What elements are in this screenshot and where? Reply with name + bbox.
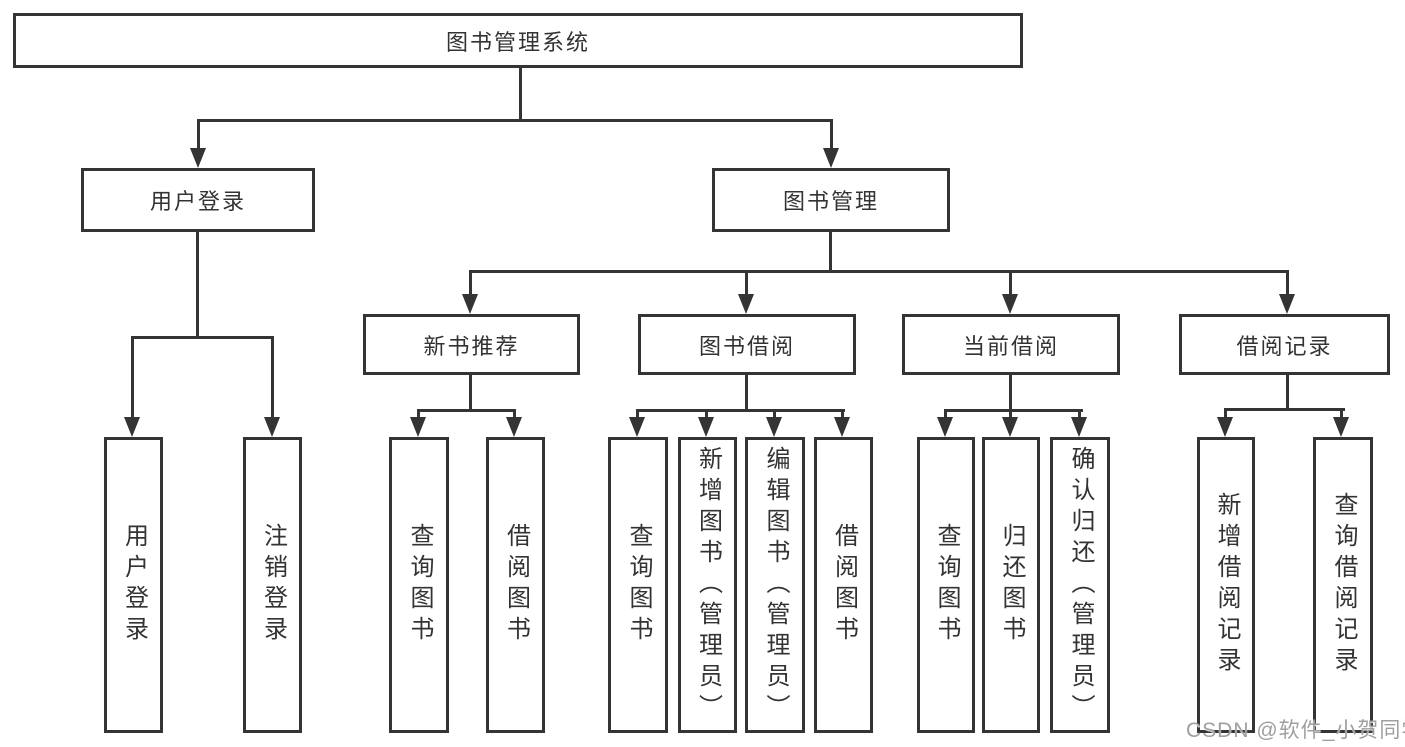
connector-line [197,119,833,122]
leaf-bb-edit-book-admin: 编辑图书（管理员） [745,437,805,733]
leaf-bb-query-book-label: 查询图书 [625,523,652,647]
arrowhead-icon [766,417,782,437]
leaf-bb-borrow-book-label: 借阅图书 [830,523,858,647]
arrowhead-icon [1333,417,1349,437]
leaf-logout: 注销登录 [243,437,302,733]
leaf-nb-query-book: 查询图书 [389,437,449,733]
leaf-nb-borrow-book-label: 借阅图书 [502,523,530,647]
leaf-user-login-label: 用户登录 [120,523,148,647]
leaf-cb-return-book-label: 归还图书 [998,523,1025,647]
connector-line [469,375,472,412]
connector-line [1078,409,1081,421]
connector-line [196,232,199,339]
connector-line [1009,270,1012,296]
arrowhead-icon [124,417,140,437]
connector-line [830,119,833,150]
leaf-br-add-record-label: 新增借阅记录 [1213,492,1240,678]
arrowhead-icon [823,148,839,168]
leaf-br-query-record-label: 查询借阅记录 [1330,492,1357,678]
arrowhead-icon [506,417,522,437]
connector-line [745,375,748,412]
connector-line [519,68,522,121]
node-book-management: 图书管理 [712,168,950,232]
arrowhead-icon [1002,417,1018,437]
arrowhead-icon [698,417,714,437]
leaf-bb-query-book: 查询图书 [608,437,668,733]
arrowhead-icon [264,417,280,437]
node-new-book-recommend: 新书推荐 [363,314,580,375]
arrowhead-icon [1279,294,1295,314]
connector-line [131,336,274,339]
connector-line [469,270,472,296]
arrowhead-icon [190,148,206,168]
connector-line [773,409,776,421]
connector-line [271,336,274,419]
connector-line [513,409,516,421]
arrowhead-icon [738,294,754,314]
connector-line [745,270,748,296]
leaf-bb-add-book-admin-label: 新增图书（管理员） [694,445,722,725]
csdn-watermark: CSDN @软件_小贺同学 [1186,719,1405,742]
leaf-nb-borrow-book: 借阅图书 [486,437,545,733]
connector-line [705,409,708,421]
node-book-borrow: 图书借阅 [638,314,856,375]
leaf-logout-label: 注销登录 [259,523,287,647]
leaf-cb-confirm-return-admin-label: 确认归还（管理员） [1067,445,1094,725]
arrowhead-icon [834,417,850,437]
connector-line [469,270,1289,273]
node-current-borrow: 当前借阅 [902,314,1120,375]
connector-line [1009,375,1012,412]
connector-line [1286,375,1289,411]
arrowhead-icon [937,417,953,437]
node-borrow-record: 借阅记录 [1179,314,1390,375]
leaf-bb-add-book-admin: 新增图书（管理员） [678,437,737,733]
arrowhead-icon [462,294,478,314]
node-user-login: 用户登录 [81,168,315,232]
connector-line [636,409,639,421]
arrowhead-icon [629,417,645,437]
arrowhead-icon [1002,294,1018,314]
connector-line [1009,409,1012,421]
connector-line [197,119,200,150]
leaf-cb-return-book: 归还图书 [982,437,1040,733]
connector-line [944,409,947,421]
leaf-br-add-record: 新增借阅记录 [1197,437,1255,733]
arrowhead-icon [1071,417,1087,437]
leaf-bb-borrow-book: 借阅图书 [814,437,873,733]
leaf-br-query-record: 查询借阅记录 [1313,437,1373,733]
connector-line [131,336,134,419]
connector-line [829,232,832,273]
leaf-user-login: 用户登录 [104,437,163,733]
leaf-nb-query-book-label: 查询图书 [406,523,433,647]
leaf-cb-query-book: 查询图书 [917,437,975,733]
connector-line [417,409,516,412]
connector-line [1224,408,1227,421]
connector-line [841,409,844,421]
connector-line [1340,408,1343,421]
arrowhead-icon [1217,417,1233,437]
leaf-cb-confirm-return-admin: 确认归还（管理员） [1050,437,1110,733]
node-root: 图书管理系统 [13,13,1023,68]
connector-line [636,409,845,412]
connector-line [1286,270,1289,296]
connector-line [417,409,420,421]
connector-line [1224,408,1345,411]
connector-line [944,409,1083,412]
leaf-bb-edit-book-admin-label: 编辑图书（管理员） [762,445,789,725]
leaf-cb-query-book-label: 查询图书 [933,523,960,647]
arrowhead-icon [410,417,426,437]
